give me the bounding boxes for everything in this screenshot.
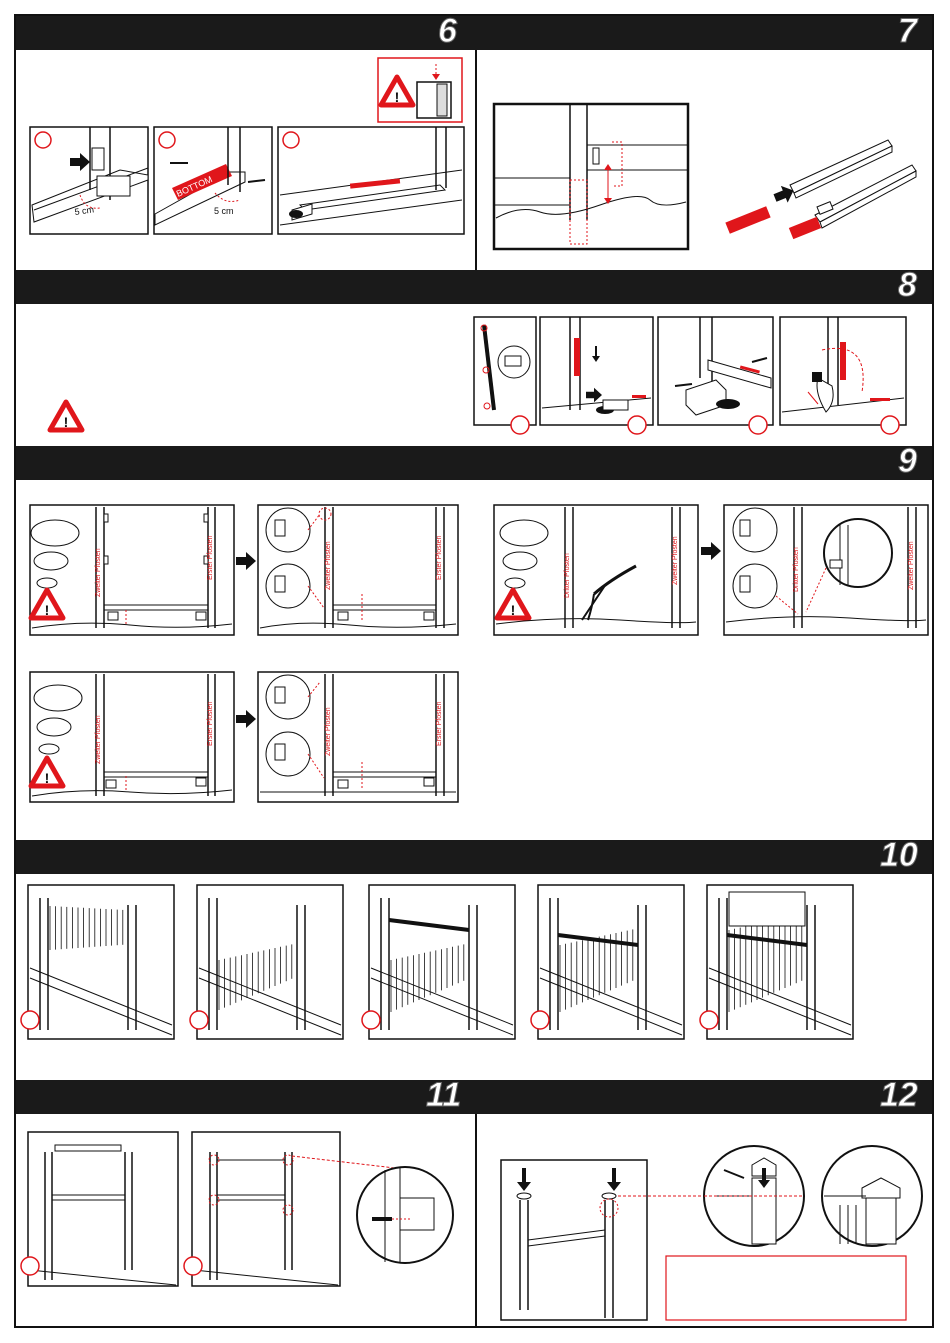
step9-frame-6: Zweiter Pfosten Erster Pfosten [258,672,458,802]
step7-ground-frame [494,104,688,249]
post-label: Erster Pfosten [207,702,214,746]
step8-frame-a [474,317,536,434]
step9-frame-3: Dritter Pfosten Zweiter Pfosten [494,505,698,635]
distance-label-2: 5 cm [214,206,234,216]
post-label: Dritter Pfosten [793,547,800,592]
step10-frame [21,885,174,1039]
step8-frame-d [780,317,906,434]
step9-frame-5: Zweiter Pfosten Erster Pfosten [30,672,234,802]
step10-frame [362,885,515,1039]
post-label: Erster Pfosten [207,536,214,580]
arrow-right-icon [236,710,256,728]
step6-frame-b: BOTTOM 5 cm [154,127,272,234]
step11-frame-a [21,1132,178,1286]
step7-post-extension [725,140,916,239]
post-label: Zweiter Pfosten [95,715,102,764]
step11-detail [357,1167,453,1263]
step8-frame-c [658,317,773,434]
post-label: Zweiter Pfosten [908,541,915,590]
arrow-right-icon [236,552,256,570]
note-box [666,1256,906,1320]
post-label: Zweiter Pfosten [672,536,679,585]
step12-detail-a [704,1146,804,1246]
step10-frame [531,885,684,1039]
post-label: Zweiter Pfosten [325,707,332,756]
step10-frame [190,885,343,1039]
post-label: Zweiter Pfosten [95,548,102,597]
warning-icon [50,402,82,430]
step9-frame-1: Zweiter Pfosten Erster Pfosten [30,505,234,635]
arrow-right-icon [701,542,721,560]
step8-frame-b [540,317,653,434]
post-label: Zweiter Pfosten [325,541,332,590]
post-label: Dritter Pfosten [564,553,571,598]
step10-frames [21,885,853,1039]
step9-frame-4: Dritter Pfosten Zweiter Pfosten [724,505,928,635]
step12-detail-b [822,1146,922,1246]
step10-frame [700,885,853,1039]
post-label: Erster Pfosten [436,702,443,746]
post-label: Erster Pfosten [436,536,443,580]
step9-frame-2: Zweiter Pfosten Erster Pfosten [258,505,458,635]
step6-warning-box [378,58,462,122]
step6-frame-a: 5 cm [30,127,148,234]
step6-frame-c [278,127,464,234]
